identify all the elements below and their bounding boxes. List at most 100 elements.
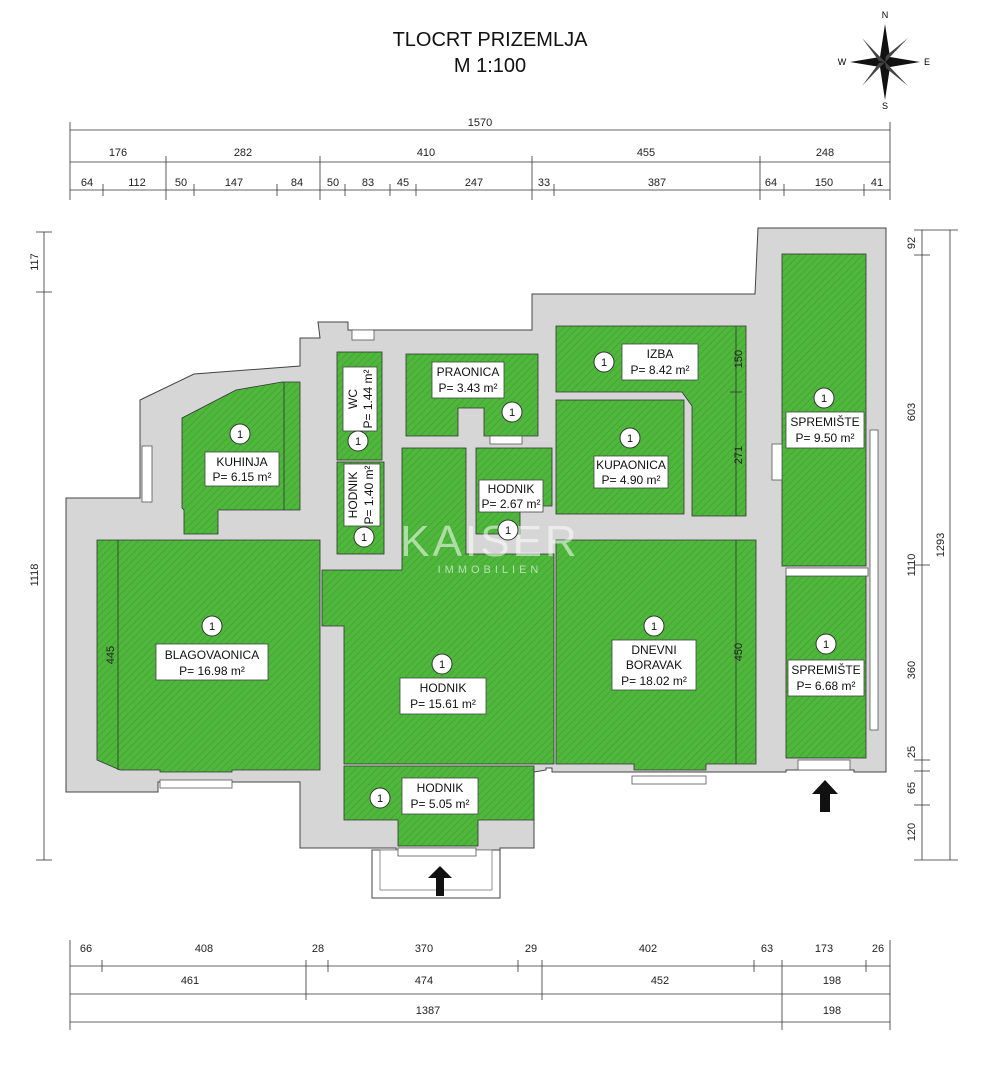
dim-bottom-total: 1387 [416,1005,440,1017]
dim-top-mid: 455 [637,147,655,159]
dim-left: 1118 [29,564,41,587]
dim-top-mid: 176 [109,147,127,159]
dim-top-detail: 33 [538,177,550,189]
entrance-arrow-icon [812,780,838,812]
room-name: WC [346,389,360,409]
right-dimensions: 92 603 1110 360 25 65 120 1293 [906,229,958,861]
entrance-arrow-icon [428,866,452,896]
room-label-dnevni-boravak: 1 DNEVNI BORAVAK P= 18.02 m² [611,615,697,691]
room-area: P= 6.15 m² [212,470,271,484]
room-marker: 1 [651,621,657,633]
dim-bottom-detail: 66 [80,943,92,955]
dim-bottom-detail: 28 [312,943,324,955]
dim-right: 25 [906,746,918,758]
dim-inner: 445 [105,646,117,664]
dim-right-outer: 1293 [935,533,947,557]
room-name: HODNIK [417,781,464,795]
room-label-kuhinja: 1 KUHINJA P= 6.15 m² [204,423,280,487]
compass-n: N [882,10,889,20]
plan-scale: M 1:100 [454,55,526,77]
top-dimensions: 1570 176 282 410 455 248 64 112 50 147 8… [69,117,891,200]
room-marker: 1 [821,393,827,405]
room-area: P= 2.67 m² [481,497,540,511]
room-name: BLAGOVAONICA [165,648,259,662]
dim-top-detail: 50 [327,177,339,189]
room-name-2: BORAVAK [626,658,682,672]
room-marker: 1 [509,407,515,419]
watermark: KAISER [400,517,579,566]
plan-title: TLOCRT PRIZEMLJA [393,29,589,51]
dim-bottom-detail: 173 [815,943,833,955]
dim-top-detail: 84 [291,177,303,189]
dim-top-detail: 64 [765,177,777,189]
dim-bottom-mid: 474 [415,975,433,987]
room-name: KUHINJA [216,455,267,469]
room-label-hodnik-1561: 1 HODNIK P= 15.61 m² [399,653,487,715]
room-name: DNEVNI [631,643,676,657]
dim-inner: 271 [733,446,745,464]
dim-bottom-detail: 29 [525,943,537,955]
dim-bottom-detail: 402 [639,943,657,955]
room-area: P= 1.40 m² [362,465,376,524]
dim-bottom-detail: 63 [761,943,773,955]
room-marker: 1 [209,621,215,633]
room-marker: 1 [601,357,607,369]
room-marker: 1 [505,525,511,537]
dim-right: 65 [906,782,918,794]
compass-w: W [838,57,847,67]
room-area: P= 5.05 m² [410,797,469,811]
room-name: HODNIK [346,472,360,519]
room-area: P= 6.68 m² [796,679,855,693]
room-area: P= 3.43 m² [438,381,497,395]
dim-left: 117 [29,253,41,271]
compass-e: E [924,57,930,67]
room-area: P= 15.61 m² [410,697,476,711]
dim-top-mid: 282 [234,147,252,159]
room-area: P= 4.90 m² [601,473,660,487]
room-name: SPREMIŠTE [790,414,859,429]
room-label-izba: 1 IZBA P= 8.42 m² [593,343,699,381]
dim-bottom-detail: 26 [872,943,884,955]
watermark-sub: IMMOBILIEN [438,564,543,576]
dim-bottom-mid: 198 [823,975,841,987]
room-label-praonica: PRAONICA P= 3.43 m² 1 [431,361,523,423]
room-marker: 1 [355,436,361,448]
windows [141,329,879,857]
dim-top-detail: 41 [871,177,883,189]
dim-bottom-total: 198 [823,1005,841,1017]
dim-right: 1110 [906,554,918,577]
room-area: P= 1.44 m² [361,369,375,428]
room-label-blagovaonica: 1 BLAGOVAONICA P= 16.98 m² [155,615,269,681]
room-name: PRAONICA [437,365,500,379]
room-label-hodnik-505: 1 HODNIK P= 5.05 m² [369,777,479,815]
room-marker: 1 [439,659,445,671]
room-izba [555,325,747,517]
room-marker: 1 [361,532,367,544]
inner-dimensions: 150 271 445 450 [105,326,745,770]
room-area: P= 9.50 m² [795,431,854,445]
dim-inner: 450 [733,643,745,661]
dim-top-detail: 147 [225,177,243,189]
room-label-kupaonica: 1 KUPAONICA P= 4.90 m² [593,427,669,489]
dim-top-detail: 83 [362,177,374,189]
room-label-wc: WC P= 1.44 m² 1 [342,366,378,452]
room-area: P= 8.42 m² [630,363,689,377]
room-spremiste-950 [781,253,867,567]
room-name: IZBA [647,347,674,361]
dim-top-mid: 410 [417,147,435,159]
dim-top-detail: 247 [465,177,483,189]
room-name: HODNIK [420,681,467,695]
compass-s: S [882,101,888,111]
room-name: SPREMIŠTE [791,662,860,677]
dim-top-detail: 50 [175,177,187,189]
dim-top-total: 1570 [468,117,492,129]
room-marker: 1 [237,429,243,441]
room-name: KUPAONICA [596,458,666,472]
dim-top-detail: 64 [81,177,93,189]
room-label-hodnik-small: HODNIK P= 1.40 m² 1 [343,463,381,548]
room-area: P= 18.02 m² [621,674,687,688]
compass-rose-icon: N E S W [838,10,930,111]
dim-inner: 150 [733,350,745,368]
dim-right: 360 [906,661,918,679]
